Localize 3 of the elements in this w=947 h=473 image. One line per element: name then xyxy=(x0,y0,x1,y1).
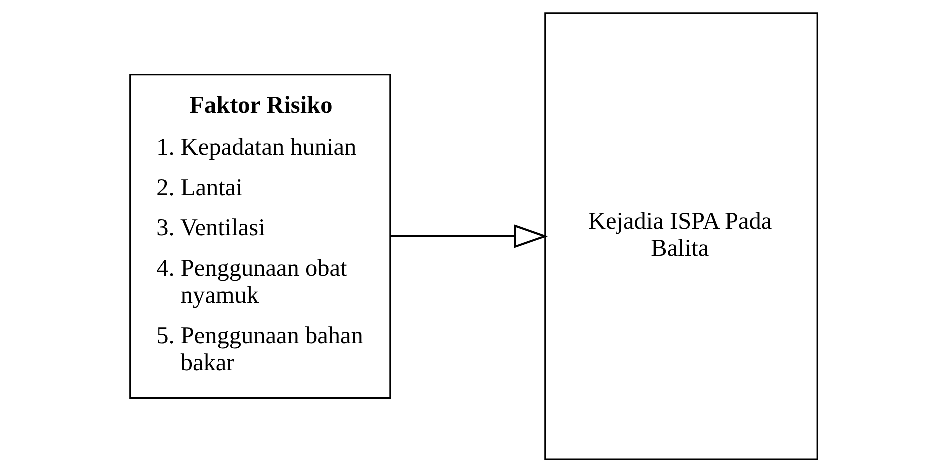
node-box: Kejadia ISPA Pada Balita xyxy=(544,12,818,460)
node-box: Faktor Risiko 1. Kepadatan hunian 2. Lantai 3. Ventilasi 4. Penggunaan obat nyamuk 5. Penggunaan bahan bakar xyxy=(129,74,391,399)
arrow xyxy=(390,224,548,248)
